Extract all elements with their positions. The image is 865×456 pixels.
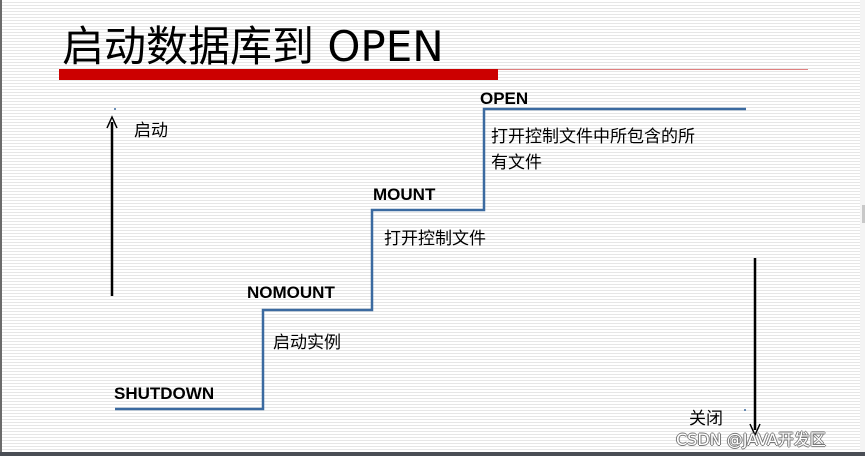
stage-mount-desc: 打开控制文件 bbox=[384, 229, 486, 249]
stage-open-desc-line2: 有文件 bbox=[491, 153, 542, 173]
marker-dot bbox=[744, 409, 746, 411]
bottom-border bbox=[0, 452, 865, 456]
arrow-down-icon bbox=[749, 258, 761, 437]
arrow-up-icon bbox=[106, 115, 118, 296]
stage-shutdown-label: SHUTDOWN bbox=[114, 384, 215, 403]
title-underline-thin bbox=[498, 69, 808, 70]
marker-dot bbox=[114, 108, 116, 110]
startup-label: 启动 bbox=[134, 121, 168, 141]
left-border bbox=[0, 0, 2, 456]
staircase-line bbox=[115, 107, 746, 411]
stage-open-label: OPEN bbox=[480, 89, 529, 108]
stage-nomount-desc: 启动实例 bbox=[273, 333, 341, 353]
stage-mount-label: MOUNT bbox=[373, 185, 436, 204]
watermark: CSDN @JAVA开发区 bbox=[676, 430, 826, 449]
title-underline-thick bbox=[59, 69, 498, 80]
scrollbar-thumb[interactable] bbox=[862, 205, 865, 223]
slide-title: 启动数据库到 OPEN bbox=[62, 22, 444, 71]
stage-open-desc-line1: 打开控制文件中所包含的所 bbox=[491, 127, 695, 147]
stage-nomount-label: NOMOUNT bbox=[247, 283, 335, 302]
stage-open-desc: 打开控制文件中所包含的所 有文件 bbox=[491, 124, 695, 176]
shutdown-label: 关闭 bbox=[689, 409, 723, 429]
right-edge bbox=[860, 0, 865, 456]
